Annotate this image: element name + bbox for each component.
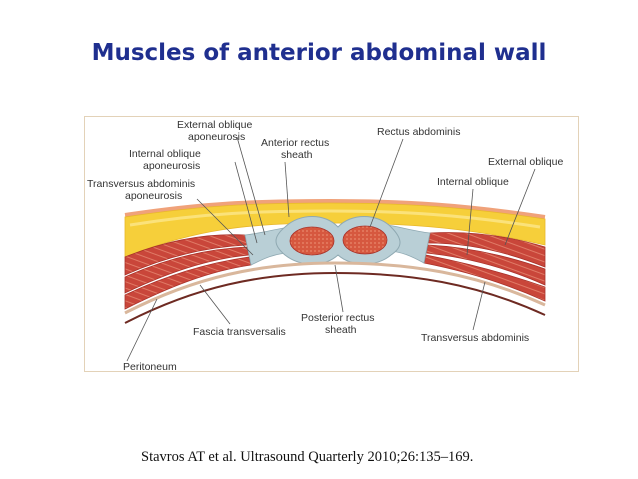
diagram-canvas: External oblique aponeurosis Internal ob…	[87, 119, 563, 371]
label-peritoneum: Peritoneum	[123, 361, 177, 371]
label-transversus-abdominis-aponeurosis-line1: Transversus abdominis	[87, 178, 195, 190]
fascia-transversalis-layer	[124, 261, 546, 315]
label-fascia-transversalis: Fascia transversalis	[193, 326, 286, 338]
skin-layer	[124, 198, 546, 219]
citation-text: Stavros AT et al. Ultrasound Quarterly 2…	[141, 449, 474, 465]
slide-title: Muscles of anterior abdominal wall	[91, 40, 547, 66]
label-anterior-rectus-sheath-line1: Anterior rectus	[261, 137, 329, 149]
leader-lines	[126, 136, 536, 362]
label-transversus-abdominis: Transversus abdominis	[421, 332, 529, 344]
label-rectus-abdominis: Rectus abdominis	[377, 126, 460, 138]
label-external-oblique: External oblique	[488, 156, 563, 168]
label-internal-oblique-aponeurosis-line1: Internal oblique	[129, 148, 201, 160]
label-anterior-rectus-sheath-line2: sheath	[281, 149, 313, 161]
label-transversus-abdominis-aponeurosis-line2: aponeurosis	[125, 190, 182, 202]
label-posterior-rectus-sheath-line1: Posterior rectus	[301, 312, 375, 324]
fat-highlight	[129, 209, 541, 229]
abdominal-wall-diagram: External oblique aponeurosis Internal ob…	[84, 116, 579, 372]
label-internal-oblique: Internal oblique	[437, 176, 509, 188]
peritoneum-layer	[124, 271, 546, 324]
label-external-oblique-aponeurosis-line1: External oblique	[177, 119, 252, 131]
left-rectus-abdominis	[289, 226, 335, 256]
right-rectus-abdominis	[342, 225, 388, 255]
label-internal-oblique-aponeurosis-line2: aponeurosis	[143, 160, 200, 172]
label-external-oblique-aponeurosis-line2: aponeurosis	[188, 131, 245, 143]
label-posterior-rectus-sheath-line2: sheath	[325, 324, 357, 336]
